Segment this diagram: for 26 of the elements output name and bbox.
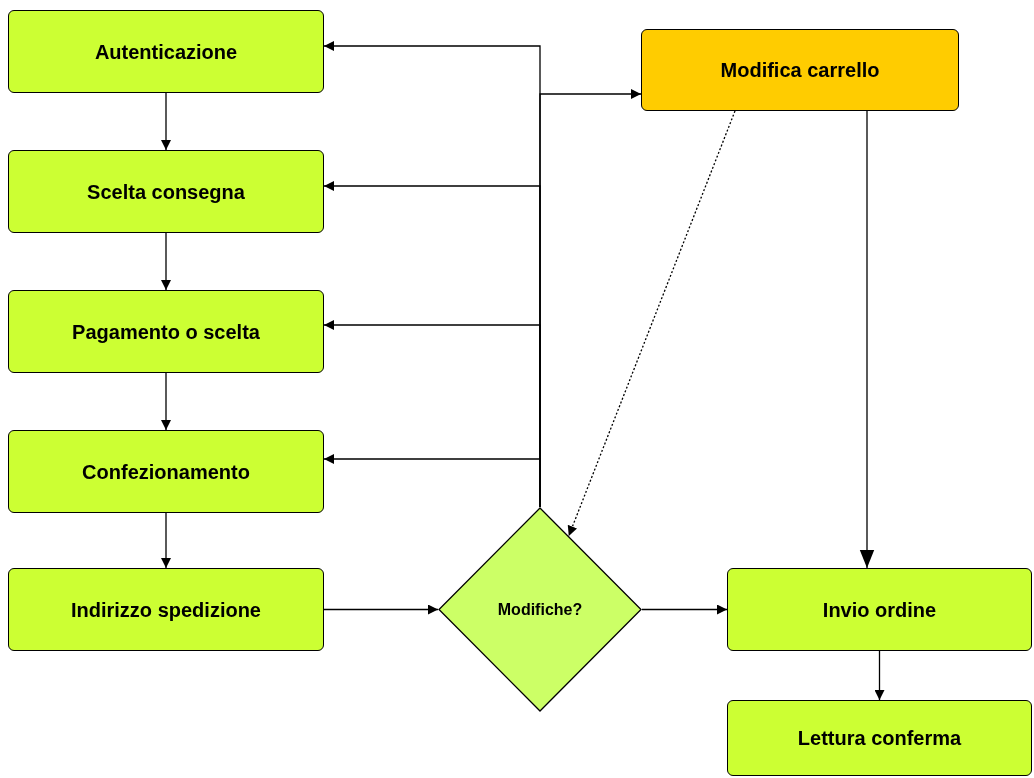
process-box bbox=[641, 29, 959, 111]
box-label: Lettura conferma bbox=[797, 726, 962, 751]
arrow bbox=[641, 604, 728, 615]
arrow bbox=[161, 232, 171, 291]
box-label: Pagamento o scelta bbox=[72, 319, 260, 345]
arrow bbox=[323, 604, 439, 615]
box-label: Confezionamento bbox=[82, 459, 250, 485]
process-box bbox=[727, 568, 1032, 651]
arrow bbox=[161, 372, 171, 431]
process-box bbox=[8, 430, 324, 513]
process-box bbox=[8, 568, 324, 651]
arrow bbox=[161, 512, 171, 569]
arrow bbox=[567, 110, 736, 537]
box-label: Scelta consegna bbox=[87, 179, 245, 205]
box-label: Invio ordine bbox=[822, 597, 937, 623]
box-label: Autenticazione bbox=[94, 39, 238, 65]
arrow bbox=[859, 110, 875, 569]
process-box bbox=[727, 700, 1032, 776]
process-box bbox=[8, 290, 324, 373]
box-label: Indirizzo spedizione bbox=[71, 597, 261, 623]
decision-label: Modifiche? bbox=[497, 599, 583, 620]
arrow bbox=[161, 92, 171, 151]
process-box bbox=[8, 150, 324, 233]
arrow bbox=[874, 650, 885, 701]
process-box bbox=[8, 10, 324, 93]
box-label: Modifica carrello bbox=[720, 58, 880, 83]
